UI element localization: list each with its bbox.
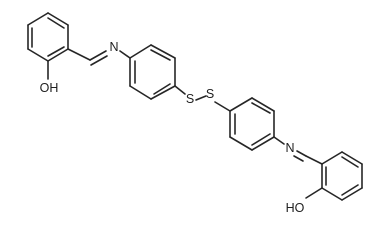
- bond: [251, 133, 271, 146]
- bond: [341, 151, 363, 165]
- bond: [67, 48, 91, 61]
- bond: [90, 55, 108, 66]
- sulfur-label-left: S: [186, 92, 194, 106]
- bond: [129, 85, 152, 100]
- bond: [251, 97, 275, 112]
- bond: [229, 97, 253, 112]
- bond: [321, 151, 343, 165]
- bond: [341, 184, 359, 196]
- bond: [195, 95, 207, 101]
- bond: [47, 48, 69, 62]
- left-phenylene-ring: [129, 44, 176, 100]
- bond: [47, 46, 65, 57]
- bond: [341, 187, 363, 201]
- bond: [119, 50, 131, 59]
- nitrogen-label-right: N: [285, 141, 294, 155]
- bond: [305, 155, 323, 165]
- bond: [229, 136, 253, 151]
- structure-diagram: OH N S S N HO: [27, 12, 363, 215]
- right-phenylene-ring: [229, 97, 275, 151]
- bond: [296, 150, 307, 157]
- bond: [89, 50, 107, 61]
- bond: [129, 44, 152, 59]
- bond: [341, 156, 359, 168]
- bond: [47, 12, 69, 26]
- bond: [273, 136, 285, 145]
- hydroxyl-label-right: HO: [286, 201, 305, 215]
- hydroxyl-label-left: OH: [40, 81, 59, 95]
- bond: [47, 17, 65, 29]
- molecule-drawing: OH N S S N HO: [27, 12, 363, 215]
- bond: [251, 102, 271, 114]
- bond: [27, 48, 49, 62]
- right-phenol-ring: [321, 151, 363, 201]
- bond: [150, 49, 171, 61]
- nitrogen-label-left: N: [109, 40, 118, 54]
- bond: [174, 85, 186, 95]
- left-phenol-ring: [27, 12, 69, 62]
- bond: [305, 187, 323, 199]
- sulfur-label-right: S: [206, 87, 214, 101]
- bond: [321, 187, 343, 201]
- bond: [27, 12, 49, 26]
- bond: [293, 155, 304, 162]
- bond: [150, 44, 176, 59]
- bond: [251, 136, 275, 151]
- bond: [214, 101, 231, 112]
- bond: [150, 85, 176, 100]
- bond: [153, 83, 171, 95]
